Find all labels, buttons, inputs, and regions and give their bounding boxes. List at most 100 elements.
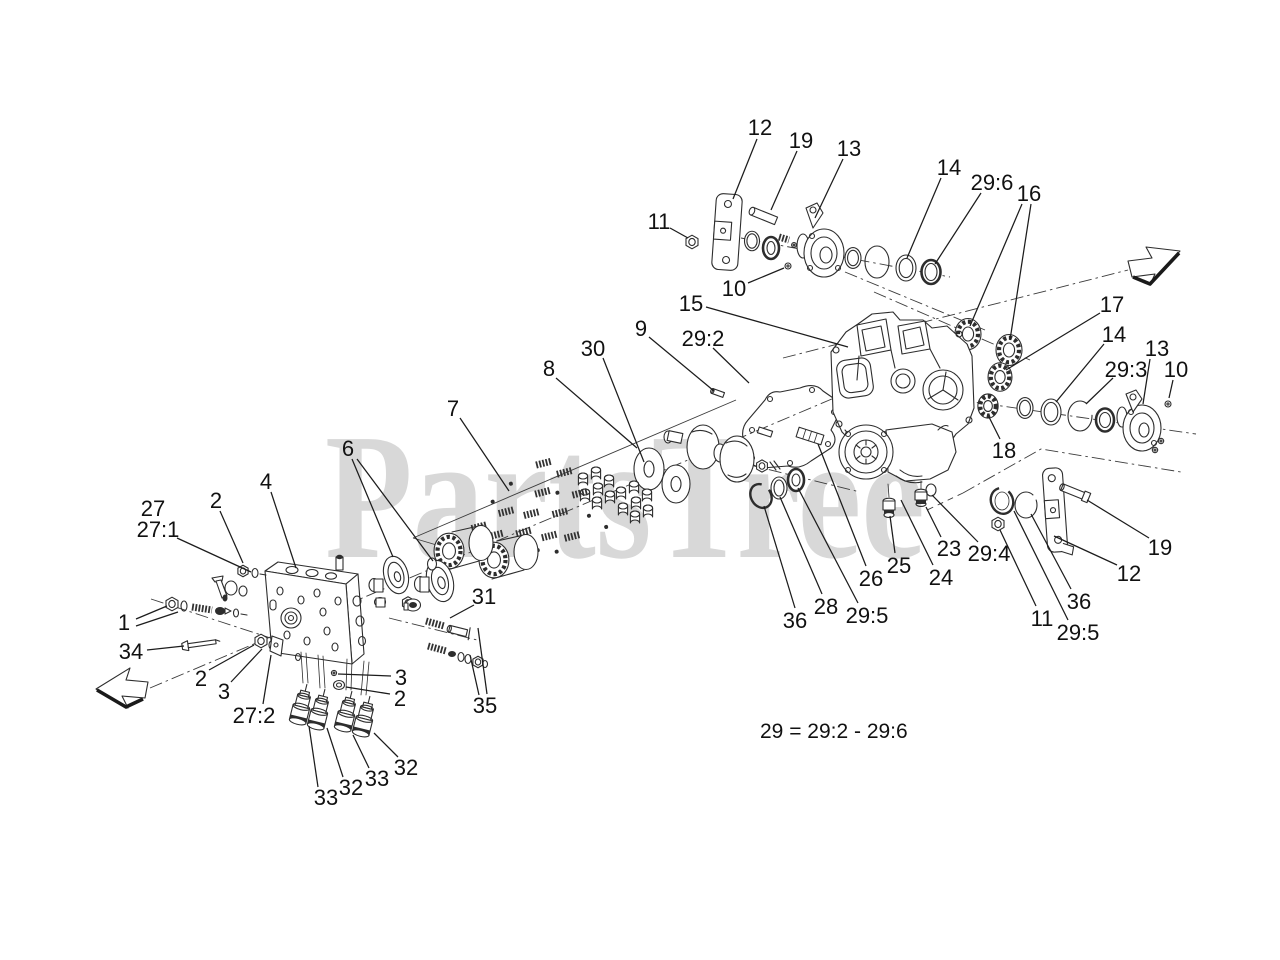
leader-line-32 <box>327 728 343 777</box>
leader-line-13 <box>1143 359 1150 404</box>
top-bracket-assembly <box>685 193 941 284</box>
cylinder-block-drums <box>434 525 538 579</box>
pump-shaft-assembly <box>664 388 780 482</box>
leader-line-14 <box>1056 344 1104 402</box>
callout-31: 31 <box>472 584 496 609</box>
leader-line-6 <box>357 459 433 561</box>
callout-12: 12 <box>1117 561 1141 586</box>
callout-25: 25 <box>887 553 911 578</box>
leader-line-3 <box>338 674 391 676</box>
leader-line-10 <box>1169 380 1173 398</box>
leader-line-24 <box>901 500 933 565</box>
callout-29:3: 29:3 <box>1105 357 1148 382</box>
leader-line-16 <box>970 204 1022 326</box>
gasket-plate <box>743 386 840 468</box>
callout-11: 11 <box>1031 606 1054 631</box>
leader-line-27:2 <box>263 655 271 704</box>
callout-2: 2 <box>394 686 406 711</box>
callout-14: 14 <box>1102 322 1126 347</box>
callout-12: 12 <box>748 115 772 140</box>
leader-line-27:1 <box>177 538 251 572</box>
callout-2: 2 <box>195 666 207 691</box>
callout-29:5: 29:5 <box>846 603 889 628</box>
leader-line-17 <box>1006 313 1100 370</box>
leader-line-9 <box>649 337 714 391</box>
leader-line-29:5 <box>798 488 858 603</box>
callout-30: 30 <box>581 336 605 361</box>
leader-line-16 <box>1010 204 1031 340</box>
leader-line-29:4 <box>932 495 978 542</box>
leader-line-1 <box>136 612 178 626</box>
callout-17: 17 <box>1100 292 1124 317</box>
leader-line-32 <box>374 733 398 757</box>
leader-line-33 <box>353 735 369 768</box>
leader-line-10 <box>748 268 784 283</box>
thrust-washers <box>634 448 690 503</box>
callout-19: 19 <box>1148 535 1172 560</box>
leader-line-6 <box>352 459 393 557</box>
leader-line-28 <box>780 497 822 594</box>
left-fittings <box>165 564 283 656</box>
callout-14: 14 <box>937 155 961 180</box>
callout-36: 36 <box>783 608 807 633</box>
callout-26: 26 <box>859 566 883 591</box>
callout-36: 36 <box>1067 589 1091 614</box>
callout-24: 24 <box>929 565 953 590</box>
callout-35: 35 <box>473 693 497 718</box>
leader-line-23 <box>926 507 941 537</box>
callout-9: 9 <box>635 316 647 341</box>
callout-33: 33 <box>314 785 338 810</box>
leader-line-19 <box>1087 500 1149 538</box>
leader-line-13 <box>815 159 843 218</box>
leader-line-29:3 <box>1086 378 1113 404</box>
leader-line-4 <box>271 492 296 568</box>
callout-15: 15 <box>679 291 703 316</box>
callout-10: 10 <box>722 276 746 301</box>
callout-3: 3 <box>395 665 407 690</box>
leader-line-8 <box>556 378 637 448</box>
callout-8: 8 <box>543 356 555 381</box>
direction-arrow-bottom-left <box>96 668 148 708</box>
leader-line-15 <box>706 307 848 347</box>
leader-line-18 <box>989 417 1000 439</box>
callout-23: 23 <box>937 536 961 561</box>
leader-line-2 <box>209 645 254 670</box>
callout-2: 2 <box>210 488 222 513</box>
leader-line-12 <box>733 139 757 199</box>
spring-kit <box>460 452 609 554</box>
valve-block <box>265 554 421 695</box>
callout-11: 11 <box>648 209 671 234</box>
leader-line-1 <box>136 606 167 619</box>
callout-18: 18 <box>992 438 1016 463</box>
leader-line-2 <box>220 511 243 563</box>
callout-13: 13 <box>837 136 861 161</box>
callout-19: 19 <box>789 128 813 153</box>
callout-33: 33 <box>365 766 389 791</box>
leader-line-33 <box>309 726 318 787</box>
leader-line-12 <box>1054 536 1117 565</box>
relief-valves <box>426 621 488 669</box>
leader-line-3 <box>231 649 262 682</box>
callout-27:1: 27:1 <box>137 517 180 542</box>
callout-29:6: 29:6 <box>971 170 1014 195</box>
leader-line-34 <box>147 646 184 650</box>
callout-13: 13 <box>1145 336 1169 361</box>
leader-line-30 <box>603 358 644 462</box>
seal-train-left <box>746 469 804 512</box>
leader-line-35 <box>470 655 479 695</box>
leader-line-19 <box>771 151 797 210</box>
leader-line-11 <box>670 228 688 238</box>
callout-4: 4 <box>260 469 272 494</box>
leader-line-11 <box>1000 530 1036 606</box>
callout-1: 1 <box>118 610 130 635</box>
callout-6: 6 <box>342 436 354 461</box>
right-bearing-train <box>955 319 1172 454</box>
leader-line-14 <box>907 178 941 258</box>
callout-34: 34 <box>119 639 143 664</box>
callout-29:2: 29:2 <box>682 326 725 351</box>
direction-arrow-top-right <box>1128 247 1180 285</box>
solenoid-valves <box>288 681 379 739</box>
callout-29:4: 29:4 <box>968 541 1011 566</box>
